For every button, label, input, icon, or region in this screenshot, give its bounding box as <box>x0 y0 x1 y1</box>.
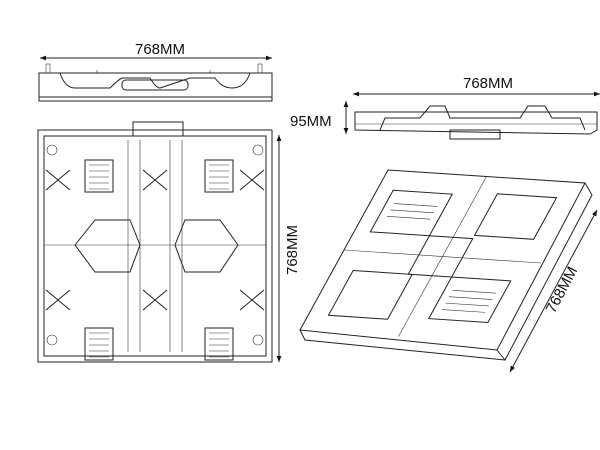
corner-lock <box>46 334 58 346</box>
x-brace <box>142 169 168 191</box>
hex-cutout <box>74 219 141 273</box>
iso-edge-arrow <box>509 209 598 373</box>
front-frame <box>37 129 273 363</box>
x-brace <box>45 289 71 311</box>
x-brace <box>239 289 265 311</box>
corner-lock <box>46 144 58 156</box>
side-width-label: 768MM <box>463 75 513 92</box>
module-connector-block <box>84 327 114 361</box>
front-width-label: 768MM <box>135 41 185 58</box>
iso-center-cutout <box>407 235 474 278</box>
side-body <box>354 111 598 135</box>
module-connector-block <box>84 159 114 193</box>
x-brace <box>45 169 71 191</box>
iso-module-block <box>327 269 414 320</box>
elevation-body <box>38 72 273 102</box>
iso-module-block <box>369 189 454 237</box>
iso-module-block <box>427 276 512 324</box>
isometric-view: 768MM <box>299 169 598 373</box>
front-view: 768MM <box>37 121 301 363</box>
side-depth-label: 95MM <box>290 113 332 130</box>
handle <box>132 121 184 137</box>
x-brace <box>239 169 265 191</box>
top-elevation-view: 768MM <box>38 41 273 102</box>
front-height-label: 768MM <box>284 225 301 275</box>
hex-cutout <box>174 219 239 273</box>
corner-lock <box>252 144 264 156</box>
module-connector-block <box>204 327 234 361</box>
side-elevation-view: 768MM 95MM <box>290 75 600 140</box>
x-brace <box>142 289 168 311</box>
iso-edge-label: 768MM <box>543 264 581 316</box>
iso-module-block <box>473 193 558 240</box>
corner-lock <box>252 334 264 346</box>
module-connector-block <box>204 159 234 193</box>
